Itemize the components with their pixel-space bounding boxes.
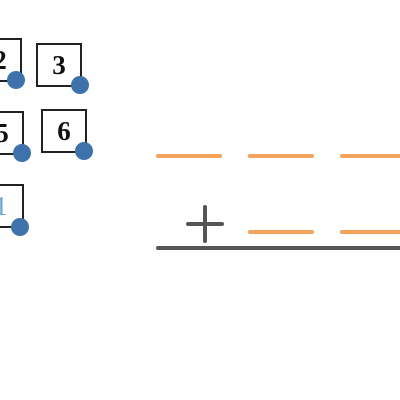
- blank-slot-bottom-1[interactable]: [248, 230, 314, 234]
- blank-slot-top-1[interactable]: [156, 154, 222, 158]
- digit-tile-label: 3: [52, 49, 66, 80]
- plus-icon-vertical: [203, 205, 207, 243]
- digit-tile-label: 5: [0, 117, 9, 148]
- sum-rule-line: [156, 246, 400, 250]
- drag-handle[interactable]: [7, 71, 25, 89]
- digit-tile-label: 6: [57, 115, 71, 146]
- blank-slot-top-2[interactable]: [248, 154, 314, 158]
- blank-slot-bottom-2[interactable]: [340, 230, 400, 234]
- plus-icon: [186, 205, 224, 243]
- blank-slot-top-3[interactable]: [340, 154, 400, 158]
- digit-tile-label: 2: [0, 44, 7, 75]
- drag-handle[interactable]: [13, 144, 31, 162]
- drag-handle[interactable]: [11, 218, 29, 236]
- drag-handle[interactable]: [75, 142, 93, 160]
- digit-tile-label: 1: [0, 190, 8, 221]
- drag-handle[interactable]: [71, 76, 89, 94]
